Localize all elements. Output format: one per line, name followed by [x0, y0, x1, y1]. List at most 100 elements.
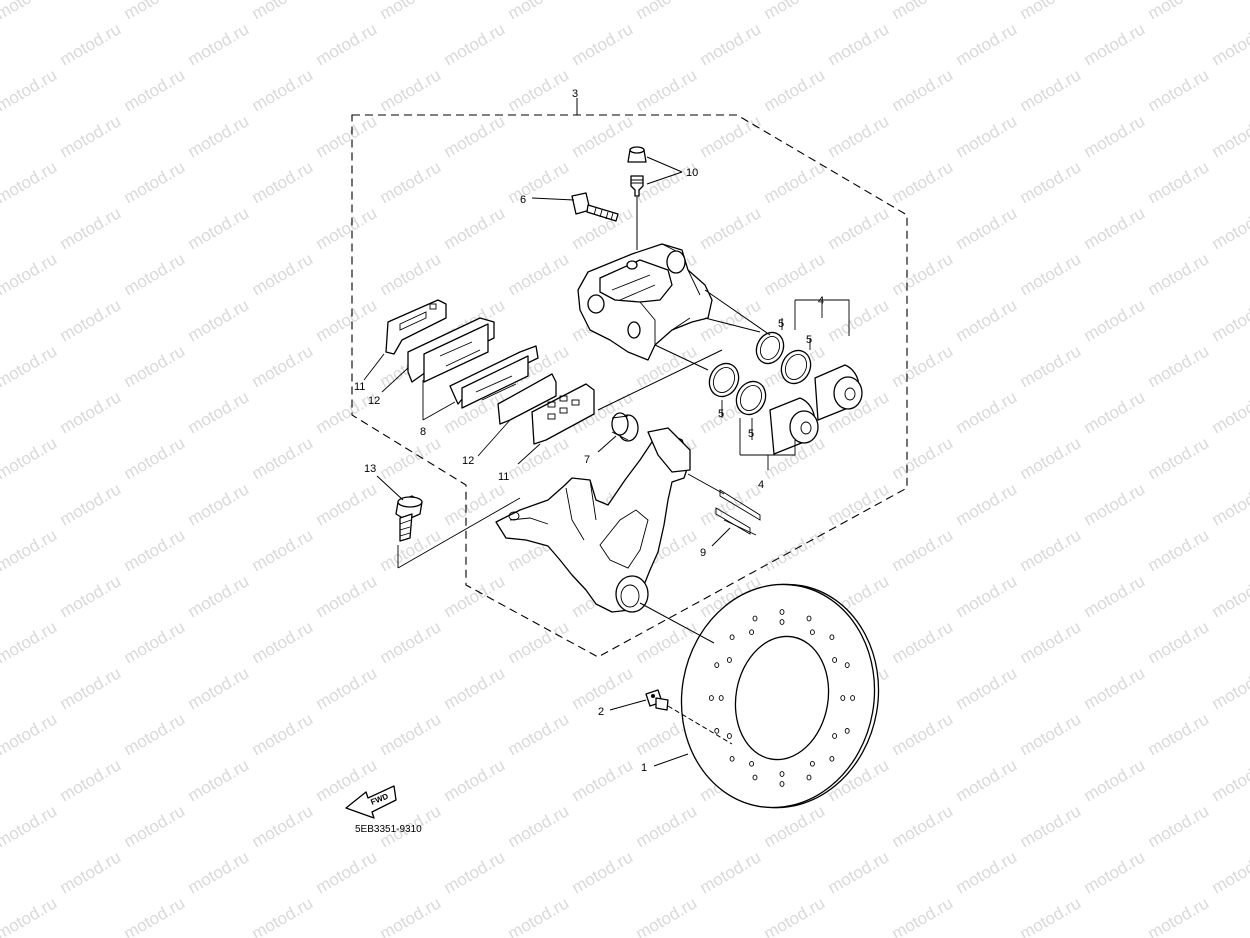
watermark-text: motod.ru	[57, 111, 125, 161]
watermark-text: motod.ru	[0, 157, 60, 207]
disc-hole	[708, 695, 714, 701]
watermark-text: motod.ru	[633, 65, 701, 115]
axis-pad-pin	[687, 473, 725, 495]
disc-bolt	[645, 689, 669, 711]
fwd-arrow-icon: FWD	[345, 785, 397, 819]
pad-pin	[715, 489, 761, 536]
watermark-text: motod.ru	[121, 341, 189, 391]
watermark-text: motod.ru	[825, 111, 893, 161]
disc-hole	[726, 657, 732, 663]
watermark-text: motod.ru	[761, 0, 829, 23]
axis-bolt-13	[397, 497, 521, 569]
watermark-text: motod.ru	[377, 709, 445, 759]
watermark-text: motod.ru	[1081, 847, 1149, 897]
callout-11-a: 11	[354, 381, 365, 393]
watermark-text: motod.ru	[889, 433, 957, 483]
watermark-text: motod.ru	[185, 571, 253, 621]
watermark-text: motod.ru	[953, 571, 1021, 621]
disc-holes	[708, 609, 856, 787]
watermark-text: motod.ru	[1145, 341, 1213, 391]
watermark-text: motod.ru	[1209, 387, 1250, 437]
disc-hole	[809, 760, 815, 767]
axis-pads	[597, 349, 723, 411]
disc-hole	[752, 615, 758, 622]
shim-inner	[497, 373, 557, 425]
watermark-text: motod.ru	[57, 295, 125, 345]
watermark-text: motod.ru	[825, 847, 893, 897]
watermark-text: motod.ru	[761, 249, 829, 299]
watermark-text: motod.ru	[1017, 709, 1085, 759]
disc-hole	[714, 728, 720, 734]
watermark-text: motod.ru	[889, 893, 957, 938]
leader-2	[609, 699, 647, 711]
watermark-text: motod.ru	[1017, 157, 1085, 207]
watermark-text: motod.ru	[1209, 295, 1250, 345]
disc-hole	[729, 634, 735, 641]
watermark-text: motod.ru	[889, 801, 957, 851]
watermark-text: motod.ru	[1017, 617, 1085, 667]
watermark-text: motod.ru	[313, 111, 381, 161]
boot	[611, 412, 639, 442]
watermark-text: motod.ru	[1145, 617, 1213, 667]
disc-hole	[729, 755, 735, 762]
watermark-text: motod.ru	[313, 19, 381, 69]
watermark-text: motod.ru	[1209, 663, 1250, 713]
axis-piston-upper	[704, 289, 771, 336]
watermark-text: motod.ru	[249, 709, 317, 759]
leader-6	[531, 197, 575, 201]
watermark-text: motod.ru	[57, 387, 125, 437]
disc-hole	[714, 662, 720, 668]
callout-12-b: 12	[462, 455, 474, 467]
watermark-text: motod.ru	[441, 203, 509, 253]
leader-10b	[646, 171, 683, 185]
watermark-text: motod.ru	[249, 801, 317, 851]
brake-disc	[680, 583, 880, 809]
watermark-text: motod.ru	[249, 0, 317, 23]
bracket-5-upper	[781, 318, 811, 350]
watermark-text: motod.ru	[0, 65, 60, 115]
watermark-text: motod.ru	[633, 0, 701, 23]
caliper-body	[577, 243, 713, 361]
watermark-text: motod.ru	[185, 387, 253, 437]
leader-12a	[381, 367, 409, 393]
bracket-bolt	[395, 495, 423, 542]
watermark-text: motod.ru	[505, 893, 573, 938]
bracket-4-lower	[739, 418, 796, 470]
disc-hole	[832, 657, 838, 663]
watermark-text: motod.ru	[185, 203, 253, 253]
watermark-text: motod.ru	[249, 157, 317, 207]
bracket-4-upper	[794, 299, 850, 336]
watermark-text: motod.ru	[1209, 19, 1250, 69]
leader-11b	[517, 443, 541, 465]
watermark-text: motod.ru	[57, 755, 125, 805]
watermark-text: motod.ru	[889, 525, 957, 575]
watermark-text: motod.ru	[1017, 341, 1085, 391]
watermark-text: motod.ru	[185, 295, 253, 345]
bracket-5-lower	[721, 400, 753, 440]
watermark-text: motod.ru	[1081, 295, 1149, 345]
shim-outer	[385, 299, 447, 355]
watermark-text: motod.ru	[825, 295, 893, 345]
watermark-text: motod.ru	[313, 295, 381, 345]
watermark-text: motod.ru	[1209, 203, 1250, 253]
watermark-text: motod.ru	[377, 65, 445, 115]
watermark-text: motod.ru	[505, 709, 573, 759]
watermark-text: motod.ru	[953, 19, 1021, 69]
watermark-text: motod.ru	[0, 525, 60, 575]
piston-upper	[814, 364, 863, 421]
watermark-text: motod.ru	[697, 111, 765, 161]
watermark-text: motod.ru	[889, 709, 957, 759]
watermark-text: motod.ru	[1081, 755, 1149, 805]
watermark-text: motod.ru	[57, 663, 125, 713]
disc-hole	[850, 695, 856, 701]
watermark-text: motod.ru	[313, 571, 381, 621]
watermark-text: motod.ru	[57, 847, 125, 897]
callout-9: 9	[700, 547, 706, 559]
watermark-text: motod.ru	[1145, 709, 1213, 759]
watermark-text: motod.ru	[249, 249, 317, 299]
watermark-text: motod.ru	[953, 663, 1021, 713]
watermark-text: motod.ru	[1081, 203, 1149, 253]
watermark-text: motod.ru	[185, 755, 253, 805]
watermark-text: motod.ru	[761, 157, 829, 207]
